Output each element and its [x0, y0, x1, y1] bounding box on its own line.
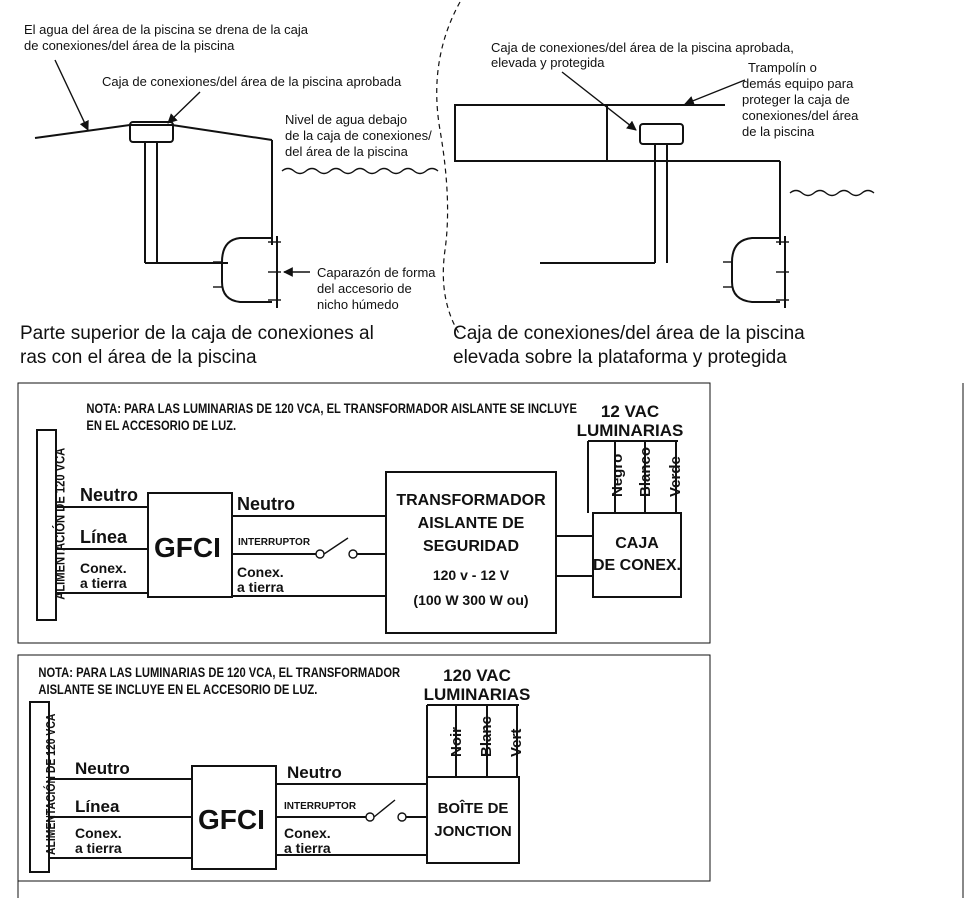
d1-jbox-1: CAJA — [615, 535, 659, 552]
board-label-line1: Trampolín o — [748, 60, 817, 75]
elevated-box-illustration: Caja de conexiones/del área de la piscin… — [453, 40, 875, 368]
d1-ground-out-2: a tierra — [237, 579, 284, 595]
d1-transformer-4: 120 v - 12 V — [433, 567, 510, 583]
d2-note-line2: AISLANTE SE INCLUYE EN EL ACCESORIO DE L… — [38, 682, 317, 697]
section-divider — [436, 1, 461, 336]
d2-neutral-out: Neutro — [287, 763, 342, 782]
d2-ground-in-1: Conex. — [75, 825, 122, 841]
water-level-line1: Nivel de agua debajo — [285, 112, 407, 127]
d1-ground-in-2: a tierra — [80, 575, 127, 591]
d2-gfci: GFCI — [198, 804, 265, 835]
d1-ground-in-1: Conex. — [80, 560, 127, 576]
caption-right-line1: Caja de conexiones/del área de la piscin… — [453, 323, 805, 344]
wiring-diagram-12vac: NOTA: PARA LAS LUMINARIAS DE 120 VCA, EL… — [17, 382, 711, 644]
d1-lum-title-2: LUMINARIAS — [577, 421, 684, 440]
flush-box-illustration: El agua del área de la piscina se drena … — [20, 22, 439, 368]
d1-transformer-1: TRANSFORMADOR — [396, 492, 546, 509]
d2-wire-white: Blanc — [478, 716, 495, 757]
wiring-diagram-120vac: NOTA: PARA LAS LUMINARIAS DE 120 VCA, EL… — [17, 383, 964, 898]
d2-jbox-1: BOÎTE DE — [438, 799, 509, 817]
d1-transformer-5: (100 W 300 W ou) — [413, 592, 528, 608]
d1-wire-black: Negro — [609, 454, 626, 497]
water-level-line2: de la caja de conexiones/ — [285, 128, 432, 143]
d2-line-in: Línea — [75, 797, 120, 816]
elevated-box-label-line1: Caja de conexiones/del área de la piscin… — [491, 40, 794, 55]
d2-switch-label: INTERRUPTOR — [284, 801, 357, 812]
d1-gfci: GFCI — [154, 532, 221, 563]
board-label-line5: de la piscina — [742, 124, 815, 139]
d1-wire-green: Verde — [667, 456, 684, 497]
approved-box-label: Caja de conexiones/del área de la piscin… — [102, 74, 402, 89]
d2-jbox-2: JONCTION — [434, 823, 512, 840]
shell-label-line2: del accesorio de — [317, 281, 412, 296]
d1-note-line1: NOTA: PARA LAS LUMINARIAS DE 120 VCA, EL… — [86, 401, 577, 416]
water-level-line3: del área de la piscina — [285, 144, 409, 159]
d1-neutral-in: Neutro — [80, 485, 138, 505]
caption-left-line1: Parte superior de la caja de conexiones … — [20, 323, 374, 344]
d2-lum-title-2: LUMINARIAS — [424, 685, 531, 704]
d2-neutral-in: Neutro — [75, 759, 130, 778]
d2-wire-black: Noir — [448, 727, 465, 757]
caption-left-line2: ras con el área de la piscina — [20, 347, 257, 368]
d2-ground-out-1: Conex. — [284, 825, 331, 841]
board-label-line3: proteger la caja de — [742, 92, 850, 107]
d1-transformer-3: SEGURIDAD — [423, 538, 519, 555]
d2-lum-title-1: 120 VAC — [443, 666, 511, 685]
d1-lum-title-1: 12 VAC — [601, 402, 659, 421]
drain-note-line2: de conexiones/del área de la piscina — [24, 38, 235, 53]
d2-supply-label: ALIMENTACIÓN DE 120 VCA — [44, 713, 58, 855]
d1-jbox-2: DE CONEX. — [593, 557, 681, 574]
d1-wire-white: Blanco — [637, 447, 654, 497]
d2-wire-green: Vert — [508, 729, 525, 757]
elevated-box-label-line2: elevada y protegida — [491, 55, 605, 70]
d1-note-line2: EN EL ACCESORIO DE LUZ. — [86, 418, 236, 433]
drain-note-line1: El agua del área de la piscina se drena … — [24, 22, 309, 37]
d2-note-line1: NOTA: PARA LAS LUMINARIAS DE 120 VCA, EL… — [38, 665, 400, 680]
shell-label-line1: Caparazón de forma — [317, 265, 436, 280]
d1-line-in: Línea — [80, 527, 128, 547]
board-label-line2: demás equipo para — [742, 76, 854, 91]
d1-transformer-2: AISLANTE DE — [418, 515, 525, 532]
d2-ground-in-2: a tierra — [75, 840, 122, 856]
caption-right-line2: elevada sobre la plataforma y protegida — [453, 347, 787, 368]
shell-label-line3: nicho húmedo — [317, 297, 399, 312]
board-label-line4: conexiones/del área — [742, 108, 859, 123]
d1-ground-out-1: Conex. — [237, 564, 284, 580]
d1-switch-label: INTERRUPTOR — [238, 537, 311, 548]
d1-neutral-out: Neutro — [237, 494, 295, 514]
d2-ground-out-2: a tierra — [284, 840, 331, 856]
d1-supply-label: ALIMENTACIÓN DE 120 VCA — [51, 448, 68, 600]
